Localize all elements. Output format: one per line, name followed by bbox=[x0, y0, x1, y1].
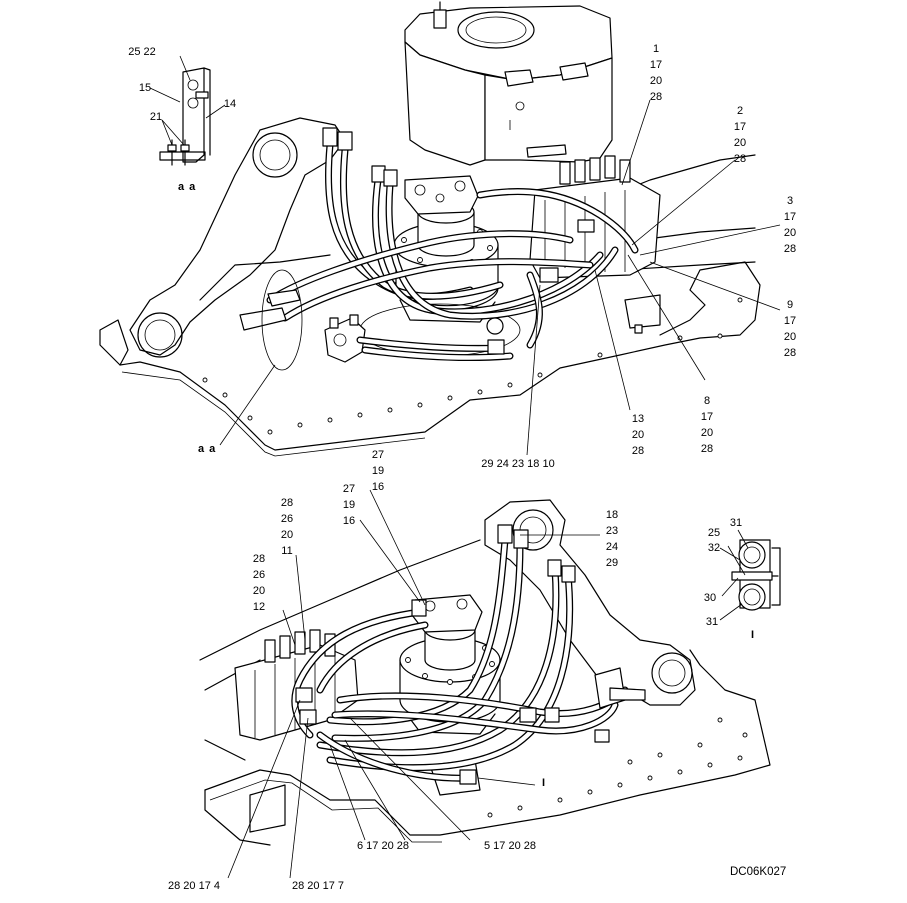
top-control-valve bbox=[529, 155, 661, 334]
callout-1-item: 20 bbox=[650, 75, 662, 87]
section-aa-main-label: a a bbox=[198, 443, 216, 455]
callout-8-item: 28 bbox=[701, 443, 713, 455]
inset-callout-15: 15 bbox=[139, 82, 151, 94]
top-view-assembly: a a a a bbox=[99, 1, 781, 457]
callout-27a-item: 16 bbox=[372, 481, 384, 493]
callout-9-item: 20 bbox=[784, 331, 796, 343]
callout-group-3: 3 17 20 28 bbox=[784, 195, 796, 255]
bottom-plate-holes bbox=[487, 717, 748, 818]
callout-18-item: 23 bbox=[606, 525, 618, 537]
callout-28-12-item: 26 bbox=[253, 569, 265, 581]
callout-28-11-item: 26 bbox=[281, 513, 293, 525]
drawing-code: DC06K027 bbox=[730, 866, 786, 878]
inset-callout-25-22: 25 22 bbox=[128, 46, 156, 58]
bottom-chassis-plate bbox=[204, 649, 771, 836]
callout-28-12-item: 12 bbox=[253, 601, 265, 613]
callout-28-12-item: 28 bbox=[253, 553, 265, 565]
bottom-leader-lines bbox=[227, 489, 600, 879]
callout-2-item: 28 bbox=[734, 153, 746, 165]
callout-group-13: 13 20 28 bbox=[632, 413, 644, 457]
top-swivel-joint bbox=[324, 314, 366, 363]
callout-group-2: 2 17 20 28 bbox=[734, 105, 746, 165]
callout-18-item: 24 bbox=[606, 541, 618, 553]
callout-group-18: 18 23 24 29 bbox=[606, 509, 618, 569]
bottom-hoses bbox=[291, 524, 646, 785]
callout-28-11-item: 28 bbox=[281, 497, 293, 509]
detail-i-label: I bbox=[751, 629, 755, 641]
top-plate-holes bbox=[202, 297, 743, 435]
top-chassis-plate bbox=[119, 261, 761, 451]
detail-callout-31-top: 31 bbox=[730, 517, 742, 529]
callout-27b-item: 16 bbox=[343, 515, 355, 527]
detail-callout-25: 25 bbox=[708, 527, 720, 539]
callout-8-item: 8 bbox=[704, 395, 710, 407]
callout-row-4: 28 20 17 4 bbox=[168, 880, 220, 892]
callout-3-item: 3 bbox=[787, 195, 793, 207]
callout-18-item: 18 bbox=[606, 509, 618, 521]
callout-8-item: 20 bbox=[701, 427, 713, 439]
section-aa-inset bbox=[159, 67, 211, 166]
callout-group-28-11: 28 26 20 11 bbox=[281, 497, 293, 557]
inset-callout-21: 21 bbox=[150, 111, 162, 123]
callout-27a-item: 19 bbox=[372, 465, 384, 477]
callout-group-1: 1 17 20 28 bbox=[650, 43, 662, 103]
callout-27b-item: 19 bbox=[343, 499, 355, 511]
callout-9-item: 9 bbox=[787, 299, 793, 311]
callout-2-item: 17 bbox=[734, 121, 746, 133]
detail-i-pointer-label: I bbox=[542, 777, 546, 789]
callout-28-11-item: 20 bbox=[281, 529, 293, 541]
callout-13-item: 13 bbox=[632, 413, 644, 425]
callout-1-item: 1 bbox=[653, 43, 659, 55]
callout-28-12-item: 20 bbox=[253, 585, 265, 597]
callout-group-9: 9 17 20 28 bbox=[784, 299, 796, 359]
callout-1-item: 28 bbox=[650, 91, 662, 103]
callout-13-item: 20 bbox=[632, 429, 644, 441]
callout-row-5: 5 17 20 28 bbox=[484, 840, 536, 852]
callout-27a-item: 27 bbox=[372, 449, 384, 461]
top-leader-lines bbox=[149, 55, 781, 456]
bottom-view-assembly: I I bbox=[199, 489, 781, 879]
detail-callout-30: 30 bbox=[704, 592, 716, 604]
callout-group-28-12: 28 26 20 12 bbox=[253, 553, 265, 613]
callout-row-7: 28 20 17 7 bbox=[292, 880, 344, 892]
callout-group-27b: 27 19 16 bbox=[343, 483, 355, 527]
callout-9-item: 28 bbox=[784, 347, 796, 359]
callout-18-item: 29 bbox=[606, 557, 618, 569]
callout-13-item: 28 bbox=[632, 445, 644, 457]
callout-row-6: 6 17 20 28 bbox=[357, 840, 409, 852]
callout-27b-item: 27 bbox=[343, 483, 355, 495]
callout-2-item: 2 bbox=[737, 105, 743, 117]
callout-2-item: 20 bbox=[734, 137, 746, 149]
callout-9-item: 17 bbox=[784, 315, 796, 327]
callout-28-11-item: 11 bbox=[281, 545, 292, 557]
callout-1-item: 17 bbox=[650, 59, 662, 71]
callout-row-29: 29 24 23 18 10 bbox=[481, 458, 554, 470]
inset-callout-14: 14 bbox=[224, 98, 236, 110]
callout-3-item: 20 bbox=[784, 227, 796, 239]
detail-callout-31-bottom: 31 bbox=[706, 616, 718, 628]
top-hoses bbox=[239, 127, 639, 371]
callout-group-27a: 27 19 16 bbox=[372, 449, 384, 493]
top-boom-bracket bbox=[129, 117, 346, 356]
hydraulic-tank bbox=[404, 1, 613, 166]
section-aa-inset-label: a a bbox=[178, 181, 196, 193]
callout-8-item: 17 bbox=[701, 411, 713, 423]
callout-3-item: 17 bbox=[784, 211, 796, 223]
callout-3-item: 28 bbox=[784, 243, 796, 255]
callout-group-8: 8 17 20 28 bbox=[701, 395, 713, 455]
detail-i-inset bbox=[719, 529, 781, 621]
detail-callout-32: 32 bbox=[708, 542, 720, 554]
